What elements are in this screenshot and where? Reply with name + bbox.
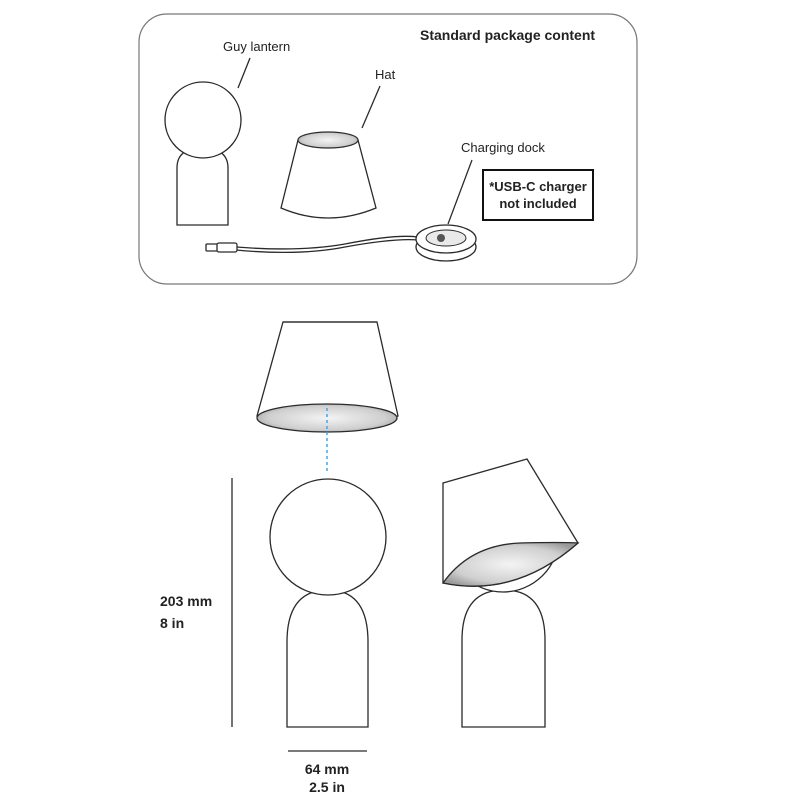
width-dimension: 64 mm 2.5 in bbox=[288, 750, 367, 795]
front-lantern bbox=[269, 478, 387, 728]
exploded-hat bbox=[256, 321, 399, 433]
hat-label: Hat bbox=[375, 67, 396, 82]
width-mm: 64 mm bbox=[305, 761, 349, 777]
height-in: 8 in bbox=[160, 615, 184, 631]
charging-dock-label: Charging dock bbox=[461, 140, 545, 155]
guy-lantern-label: Guy lantern bbox=[223, 39, 290, 54]
charger-note: *USB-C charger not included bbox=[482, 169, 594, 221]
package-guy-lantern: Guy lantern bbox=[164, 39, 290, 226]
charger-note-line1: *USB-C charger bbox=[489, 179, 587, 194]
charger-note-line2: not included bbox=[499, 196, 576, 211]
charger-note-frame bbox=[482, 169, 594, 221]
package-hat: Hat bbox=[280, 67, 396, 219]
tilted-lantern bbox=[441, 458, 580, 728]
package-content-panel: Standard package content Guy lantern Hat bbox=[138, 13, 638, 285]
package-title: Standard package content bbox=[420, 27, 595, 43]
height-dimension: 203 mm 8 in bbox=[160, 478, 233, 727]
height-mm: 203 mm bbox=[160, 593, 212, 609]
package-charging-dock: Charging dock bbox=[205, 140, 545, 262]
width-in: 2.5 in bbox=[309, 779, 345, 795]
